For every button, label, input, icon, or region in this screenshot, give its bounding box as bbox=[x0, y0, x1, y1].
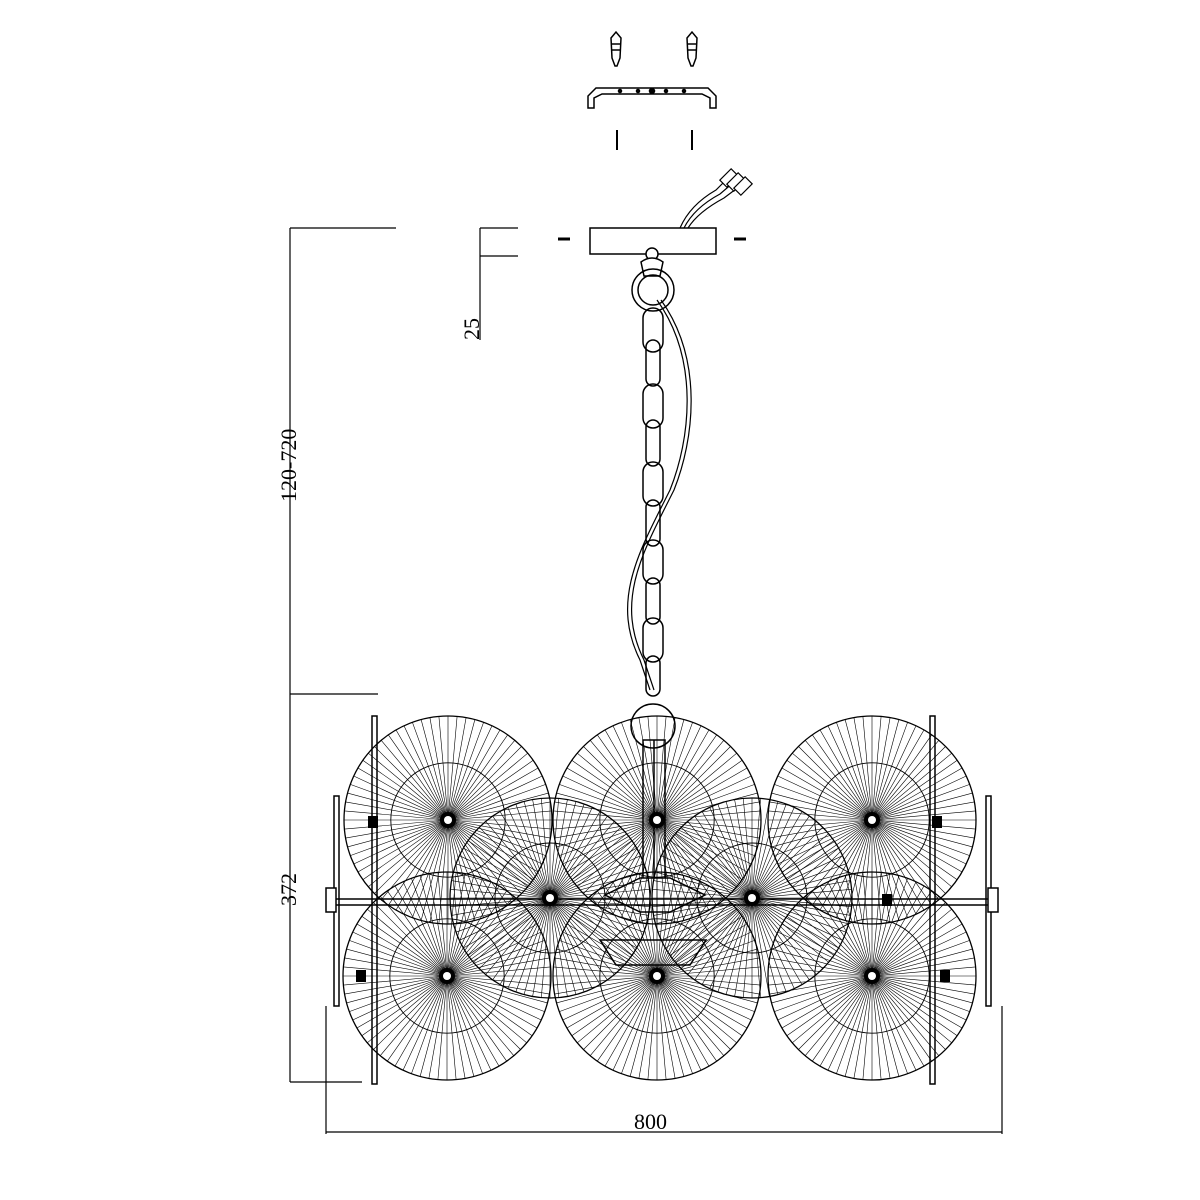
mounting-bracket bbox=[587, 87, 717, 109]
mounting-screws-bottom bbox=[616, 130, 693, 150]
dimension-lines bbox=[289, 227, 1003, 1134]
wire-disc-shade bbox=[767, 871, 977, 1081]
chain bbox=[630, 307, 676, 749]
wire-disc-shade bbox=[552, 871, 762, 1081]
dimension-label-body-height: 372 bbox=[276, 873, 301, 906]
wire-disc-shade bbox=[342, 871, 552, 1081]
supply-wires bbox=[679, 167, 754, 229]
frame-rods bbox=[325, 715, 999, 1085]
mounting-screws-top bbox=[610, 30, 698, 67]
wire-disc-shade bbox=[449, 797, 651, 999]
canopy bbox=[558, 227, 746, 312]
dimension-label-canopy-height: 25 bbox=[459, 318, 484, 340]
cable bbox=[626, 299, 692, 691]
dimension-label-suspension-range: 120-720 bbox=[276, 429, 301, 502]
dimension-label-width: 800 bbox=[634, 1109, 667, 1134]
wire-disc-shade bbox=[651, 797, 853, 999]
wire-disc-shades bbox=[342, 715, 977, 1081]
wire-disc-shade bbox=[343, 715, 553, 925]
